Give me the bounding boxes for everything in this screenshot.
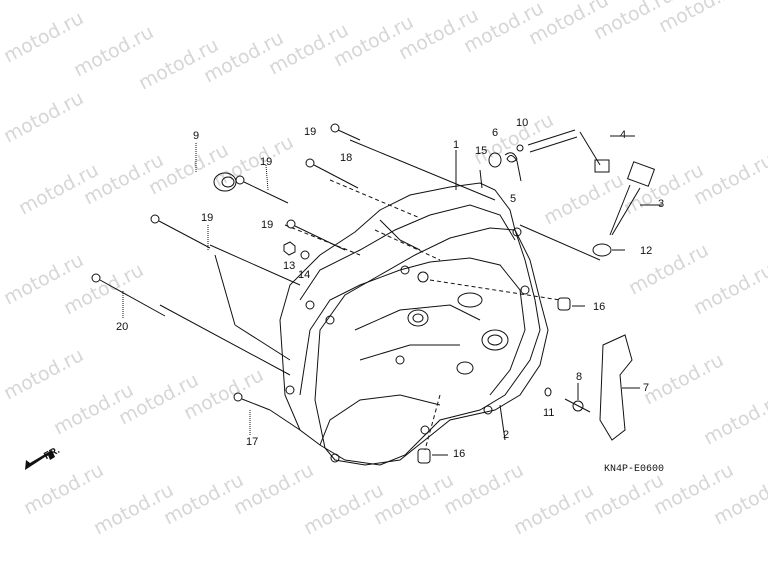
part-label-5: 5 xyxy=(510,193,517,205)
bolt-20 xyxy=(91,273,166,317)
bolt-19-top xyxy=(305,158,359,189)
bolt-19-left xyxy=(235,175,289,204)
washer-11 xyxy=(544,387,552,397)
part-label-7: 7 xyxy=(643,382,650,394)
part-label-16-lower: 16 xyxy=(453,448,466,460)
part-label-1: 1 xyxy=(453,139,460,151)
o-ring-12 xyxy=(592,243,612,257)
part-label-19-middle: 19 xyxy=(261,219,274,231)
cam-6 xyxy=(488,152,502,168)
bolt-17 xyxy=(233,392,271,411)
bolt-assembly-8 xyxy=(564,383,591,413)
part-label-14: 14 xyxy=(298,269,311,281)
part-label-3: 3 xyxy=(658,198,665,210)
part-label-13: 13 xyxy=(283,260,296,272)
part-label-4: 4 xyxy=(620,129,627,141)
part-label-12: 12 xyxy=(640,245,653,257)
bolt-18 xyxy=(330,123,361,141)
part-label-19-left: 19 xyxy=(260,156,273,168)
pin-15 xyxy=(479,169,483,189)
gasket xyxy=(314,227,549,466)
part-label-15: 15 xyxy=(475,145,488,157)
spring-5 xyxy=(504,152,522,182)
part-label-8: 8 xyxy=(576,371,583,383)
diagram-code: KN4P-E0600 xyxy=(604,464,665,475)
dowel-pin-16-lower xyxy=(417,448,448,464)
washer-10 xyxy=(516,144,524,152)
clutch-lever-4 xyxy=(527,129,635,173)
part-label-16-upper: 16 xyxy=(593,301,606,313)
part-label-17: 17 xyxy=(246,436,259,448)
part-label-18: 18 xyxy=(340,152,353,164)
nut-13 xyxy=(283,241,296,256)
front-direction-arrow xyxy=(25,450,55,470)
bolt-19-middle xyxy=(286,219,346,251)
part-label-20: 20 xyxy=(116,321,129,333)
part-label-10: 10 xyxy=(516,117,529,129)
washer-14 xyxy=(300,250,310,260)
part-label-6: 6 xyxy=(492,127,499,139)
oil-dipstick-3 xyxy=(609,161,662,236)
dowel-pin-16-upper xyxy=(557,297,585,311)
part-label-2: 2 xyxy=(503,429,510,441)
part-label-19-top: 19 xyxy=(304,126,317,138)
bolt-19-long xyxy=(150,214,211,249)
crankcase-cover xyxy=(279,182,541,466)
part-label-19-long: 19 xyxy=(201,212,214,224)
part-label-11: 11 xyxy=(543,407,555,419)
oil-seal-9 xyxy=(195,143,237,192)
cover-plate-7 xyxy=(599,334,633,441)
part-label-9: 9 xyxy=(193,130,200,142)
